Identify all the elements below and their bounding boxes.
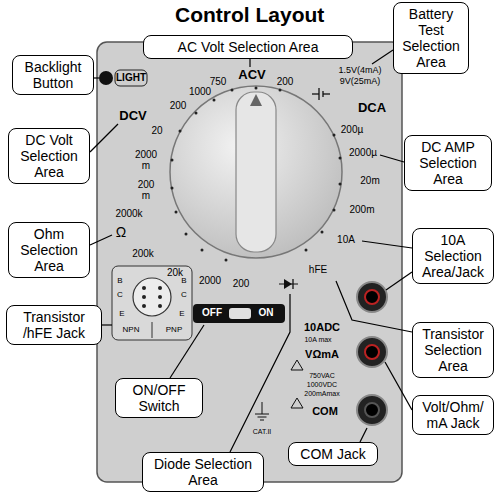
meter-marking: ACV (238, 68, 265, 82)
callout-box: Backlight Button (12, 55, 94, 95)
meter-marking: DCV (119, 109, 146, 123)
meter-marking: 200 m (133, 180, 159, 201)
meter-marking: PNP (166, 326, 182, 334)
meter-marking: 10ADC (304, 322, 340, 334)
callout-box: Volt/Ohm/ mA Jack (412, 395, 494, 435)
meter-marking: 200m (349, 205, 374, 216)
callout-text: ON/OFF Switch (120, 382, 198, 414)
hfe-socket (133, 278, 171, 316)
callout-box: 10A Selection Area/Jack (412, 228, 494, 284)
meter-panel (97, 42, 402, 482)
meter-marking: Ω (116, 225, 126, 240)
meter-marking: 200mAmax (304, 390, 339, 397)
meter-marking: 200 (277, 77, 294, 88)
callout-box: AC Volt Selection Area (143, 35, 353, 59)
meter-marking: 2000k (115, 209, 142, 220)
callout-box: ON/OFF Switch (115, 378, 203, 418)
meter-marking: C (117, 291, 123, 299)
meter-marking: LIGHT (116, 73, 146, 84)
meter-marking: E (179, 310, 184, 318)
callout-box: Battery Test Selection Area (393, 2, 469, 74)
meter-marking: ON (259, 308, 274, 319)
meter-marking: COM (312, 406, 338, 418)
power-switch (193, 304, 285, 323)
callout-text: Transistor /hFE Jack (11, 309, 97, 341)
meter-marking: CAT.II (253, 428, 272, 435)
meter-marking: 1.5V(4mA) (338, 66, 381, 75)
meter-marking: 200 (170, 101, 187, 112)
dial-knob (236, 92, 276, 252)
backlight-button (99, 71, 113, 85)
meter-marking: 9V(25mA) (340, 77, 381, 86)
callout-text: DC AMP Selection Area (409, 139, 487, 187)
meter-marking: 10A (337, 235, 355, 246)
diode-symbol (279, 279, 298, 289)
callout-box: DC Volt Selection Area (8, 128, 90, 184)
callout-box: Ohm Selection Area (8, 222, 90, 278)
callout-box: DC AMP Selection Area (404, 135, 492, 191)
callout-text: Transistor Selection Area (417, 326, 489, 374)
meter-marking: B (181, 277, 186, 285)
callout-text: 10A Selection Area/Jack (417, 232, 489, 280)
diagram-title: Control Layout (175, 3, 324, 27)
meter-marking: OFF (202, 308, 222, 319)
meter-marking: 20k (167, 268, 183, 279)
callout-text: Backlight Button (17, 59, 89, 91)
rotary-dial (170, 86, 342, 258)
socket-divider (152, 322, 153, 338)
meter-marking: 20m (360, 176, 379, 187)
socket-holes (142, 286, 162, 308)
meter-marking: 2000 m (133, 150, 159, 171)
meter-marking: 750 (210, 77, 227, 88)
meter-marking: DCA (358, 101, 386, 115)
meter-marking: 20 (151, 126, 162, 137)
callout-text: Ohm Selection Area (13, 226, 85, 274)
callout-text: COM Jack (293, 446, 373, 462)
meter-marking: E (119, 310, 124, 318)
input-jacks (357, 282, 387, 425)
callout-text: Volt/Ohm/ mA Jack (417, 399, 489, 431)
meter-marking: 750VAC (309, 372, 335, 379)
callout-box: Diode Selection Area (142, 452, 264, 492)
meter-marking: 10A max (304, 336, 331, 343)
hfe-socket-frame (112, 266, 192, 340)
callout-text: Diode Selection Area (147, 456, 259, 488)
meter-marking: hFE (309, 265, 327, 276)
meter-marking: 2000 (199, 276, 221, 287)
meter-marking: 1000VDC (307, 381, 337, 388)
light-outline (115, 70, 147, 86)
callout-text: AC Volt Selection Area (148, 39, 348, 55)
dial-pointer (250, 94, 262, 106)
callout-box: COM Jack (288, 442, 378, 466)
meter-marking: 2000µ (349, 148, 377, 159)
callout-text: DC Volt Selection Area (13, 132, 85, 180)
warning-symbols (255, 360, 303, 420)
meter-marking: B (117, 277, 122, 285)
meter-marking: VΩmA (305, 349, 339, 361)
meter-marking: NPN (123, 326, 140, 334)
callout-box: Transistor /hFE Jack (6, 305, 102, 345)
scale-dots (171, 87, 342, 262)
meter-marking: 1000 (189, 87, 211, 98)
meter-marking: C (181, 291, 187, 299)
callout-text: Battery Test Selection Area (398, 6, 464, 70)
meter-marking: 200k (132, 249, 154, 260)
meter-marking: 200µ (341, 125, 363, 136)
callout-box: Transistor Selection Area (412, 322, 494, 378)
meter-marking: 200 (233, 279, 250, 290)
switch-slider (229, 308, 251, 319)
battery-symbol (312, 88, 330, 100)
leader-lines (90, 50, 412, 452)
